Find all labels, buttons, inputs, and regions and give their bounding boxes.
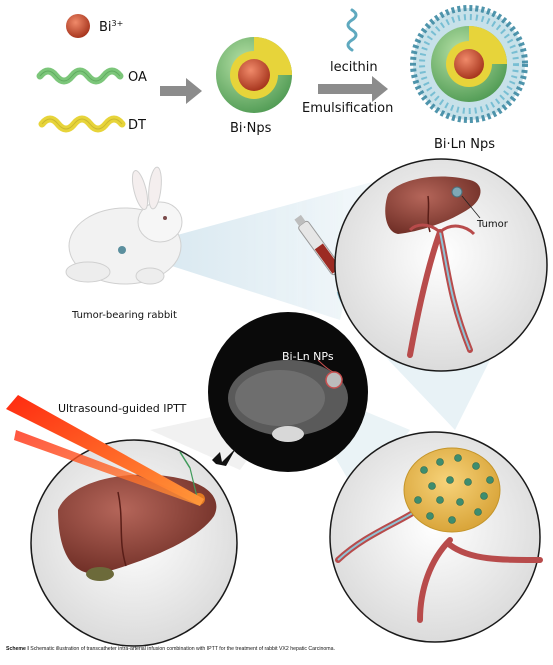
legend: Bi3+ OA DT — [36, 14, 147, 133]
tumor-label: Tumor — [476, 219, 509, 230]
figure-caption: Scheme I Schematic illustration of trans… — [6, 646, 551, 652]
bi-ion-icon — [66, 14, 90, 38]
needle — [179, 451, 191, 469]
lecithin-icon — [346, 8, 358, 52]
arrow-right-icon — [160, 78, 202, 104]
ct-scan-panel: Bi-Ln NPs — [208, 312, 368, 472]
rabbit-caption: Tumor-bearing rabbit — [71, 310, 177, 321]
oa-label: OA — [128, 70, 147, 85]
arrow-right-icon — [318, 76, 388, 102]
tumor-nanoparticle-panel — [329, 431, 543, 643]
bi-label: Bi — [99, 20, 112, 35]
bi-ln-nps-label: Bi·Ln Nps — [434, 137, 495, 152]
arrow-down-left-icon — [212, 448, 236, 466]
nanoparticle-dots — [414, 454, 494, 524]
bi-ln-nps-particle — [410, 5, 528, 123]
iptt-label: Ultrasound-guided IPTT — [58, 402, 187, 415]
caption-text: Schematic illustration of transcatheter … — [30, 646, 335, 652]
laser-beam — [14, 430, 202, 506]
liver-shape — [58, 474, 217, 574]
bi-nps-particle — [216, 37, 292, 113]
caption-prefix: Scheme I — [6, 646, 29, 652]
rabbit-illustration — [65, 166, 183, 285]
bi-nps-label: Bi·Nps — [230, 121, 272, 136]
laser-beam — [6, 395, 204, 506]
needle — [189, 467, 198, 498]
bi-superscript: 3+ — [112, 19, 124, 28]
lecithin-label: lecithin — [330, 60, 378, 75]
liver-artery-panel: Tumor — [334, 158, 548, 372]
svg-text:Bi3+: Bi3+ — [99, 19, 123, 35]
tumor-dot — [451, 186, 463, 198]
dt-label: DT — [128, 118, 146, 133]
ct-label: Bi-Ln NPs — [282, 350, 334, 363]
synthesis: Bi·Nps lecithin Emulsification Bi·Ln Nps — [160, 5, 528, 152]
emulsification-label: Emulsification — [302, 101, 393, 116]
